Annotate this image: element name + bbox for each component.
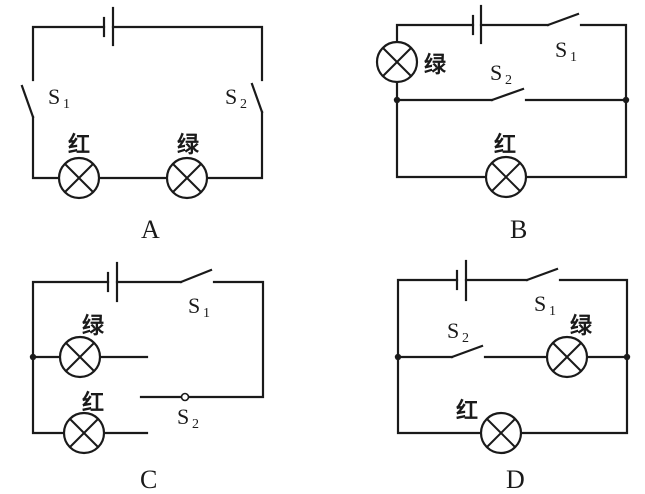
- red-lamp-label: 红: [82, 390, 104, 416]
- switch-s1: S 1: [546, 12, 580, 65]
- switch-s1-label: S: [555, 37, 567, 62]
- battery: [102, 6, 115, 47]
- red-lamp-label: 红: [494, 132, 516, 158]
- switch-s1-subscript: 1: [570, 50, 577, 65]
- switch-blade: [179, 268, 213, 284]
- caption-b: B: [510, 215, 527, 244]
- lamp-cross: [552, 342, 582, 372]
- switch-s2: S 2: [447, 318, 484, 359]
- switch-s2-label: S: [177, 404, 189, 429]
- switch-s1-subscript: 1: [549, 304, 556, 319]
- wires: [396, 278, 629, 435]
- circuit-b: S 1 S 2 绿 红 B: [375, 4, 630, 244]
- wire: [31, 25, 106, 82]
- switch-blade: [250, 82, 264, 114]
- switch-s1-subscript: 1: [63, 97, 70, 112]
- caption-a: A: [141, 215, 160, 244]
- switch-s2-label: S: [225, 84, 237, 109]
- switch-s1-label: S: [534, 291, 546, 316]
- lamp-cross: [65, 342, 95, 372]
- junction-node: [29, 353, 37, 361]
- green-lamp-label: 绿: [424, 52, 447, 78]
- battery: [455, 259, 468, 302]
- junction-node: [394, 353, 402, 361]
- wires: [31, 25, 264, 180]
- switch-s2-label: S: [447, 318, 459, 343]
- switch-s2: S 2: [225, 82, 264, 114]
- green-lamp: 绿: [58, 313, 105, 379]
- green-lamp-label: 绿: [177, 132, 200, 158]
- switch-s1: S 1: [179, 268, 213, 321]
- switch-blade: [525, 267, 559, 282]
- switch-blade: [490, 87, 525, 102]
- circuit-c: S 1 S 2 绿 红 C: [29, 261, 265, 494]
- red-lamp: 红: [57, 132, 101, 200]
- wire: [205, 110, 264, 180]
- lamp-cross: [491, 162, 521, 192]
- red-lamp: 红: [484, 132, 528, 199]
- caption-c: C: [140, 465, 157, 494]
- lamp-cross: [69, 418, 99, 448]
- wire: [31, 115, 61, 180]
- switch-s1-label: S: [188, 293, 200, 318]
- green-lamp-label: 绿: [82, 313, 105, 339]
- junction-node: [622, 96, 630, 104]
- caption-d: D: [506, 465, 525, 494]
- wire: [187, 280, 265, 399]
- switch-s1: S 1: [525, 267, 559, 319]
- switch-blade: [20, 84, 35, 119]
- red-lamp: 红: [456, 398, 523, 455]
- switch-s2: S 2: [177, 392, 199, 432]
- switch-s1-label: S: [48, 84, 60, 109]
- battery: [106, 261, 119, 303]
- lamp-cross: [382, 47, 412, 77]
- junction-node: [393, 96, 401, 104]
- red-lamp-label: 红: [456, 398, 478, 424]
- switch-s1-subscript: 1: [203, 306, 210, 321]
- switch-s1: S 1: [20, 84, 70, 119]
- switch-blade: [546, 12, 580, 27]
- green-lamp: 绿: [545, 313, 593, 379]
- wire: [395, 80, 488, 179]
- switch-s2-subscript: 2: [192, 417, 199, 432]
- green-lamp: 绿: [375, 40, 447, 84]
- red-lamp-label: 红: [68, 132, 90, 158]
- junction-node: [623, 353, 631, 361]
- green-lamp: 绿: [165, 132, 209, 200]
- lamp-cross: [172, 163, 202, 193]
- switch-pivot-terminal: [180, 392, 190, 402]
- switch-s2-subscript: 2: [240, 97, 247, 112]
- switch-s2-label: S: [490, 60, 502, 85]
- switch-s2: S 2: [490, 60, 525, 102]
- battery: [471, 4, 483, 45]
- lamp-cross: [486, 418, 516, 448]
- switch-s2-subscript: 2: [505, 73, 512, 88]
- switch-s2-subscript: 2: [462, 331, 469, 346]
- wire: [111, 25, 264, 82]
- circuit-a: S 1 S 2 红 绿 A: [20, 6, 264, 244]
- red-lamp: 红: [62, 390, 106, 455]
- green-lamp-label: 绿: [570, 313, 593, 339]
- lamp-cross: [64, 163, 94, 193]
- circuit-d: S 1 S 2 绿 红 D: [394, 259, 631, 494]
- switch-blade: [450, 344, 484, 359]
- wire: [395, 23, 475, 44]
